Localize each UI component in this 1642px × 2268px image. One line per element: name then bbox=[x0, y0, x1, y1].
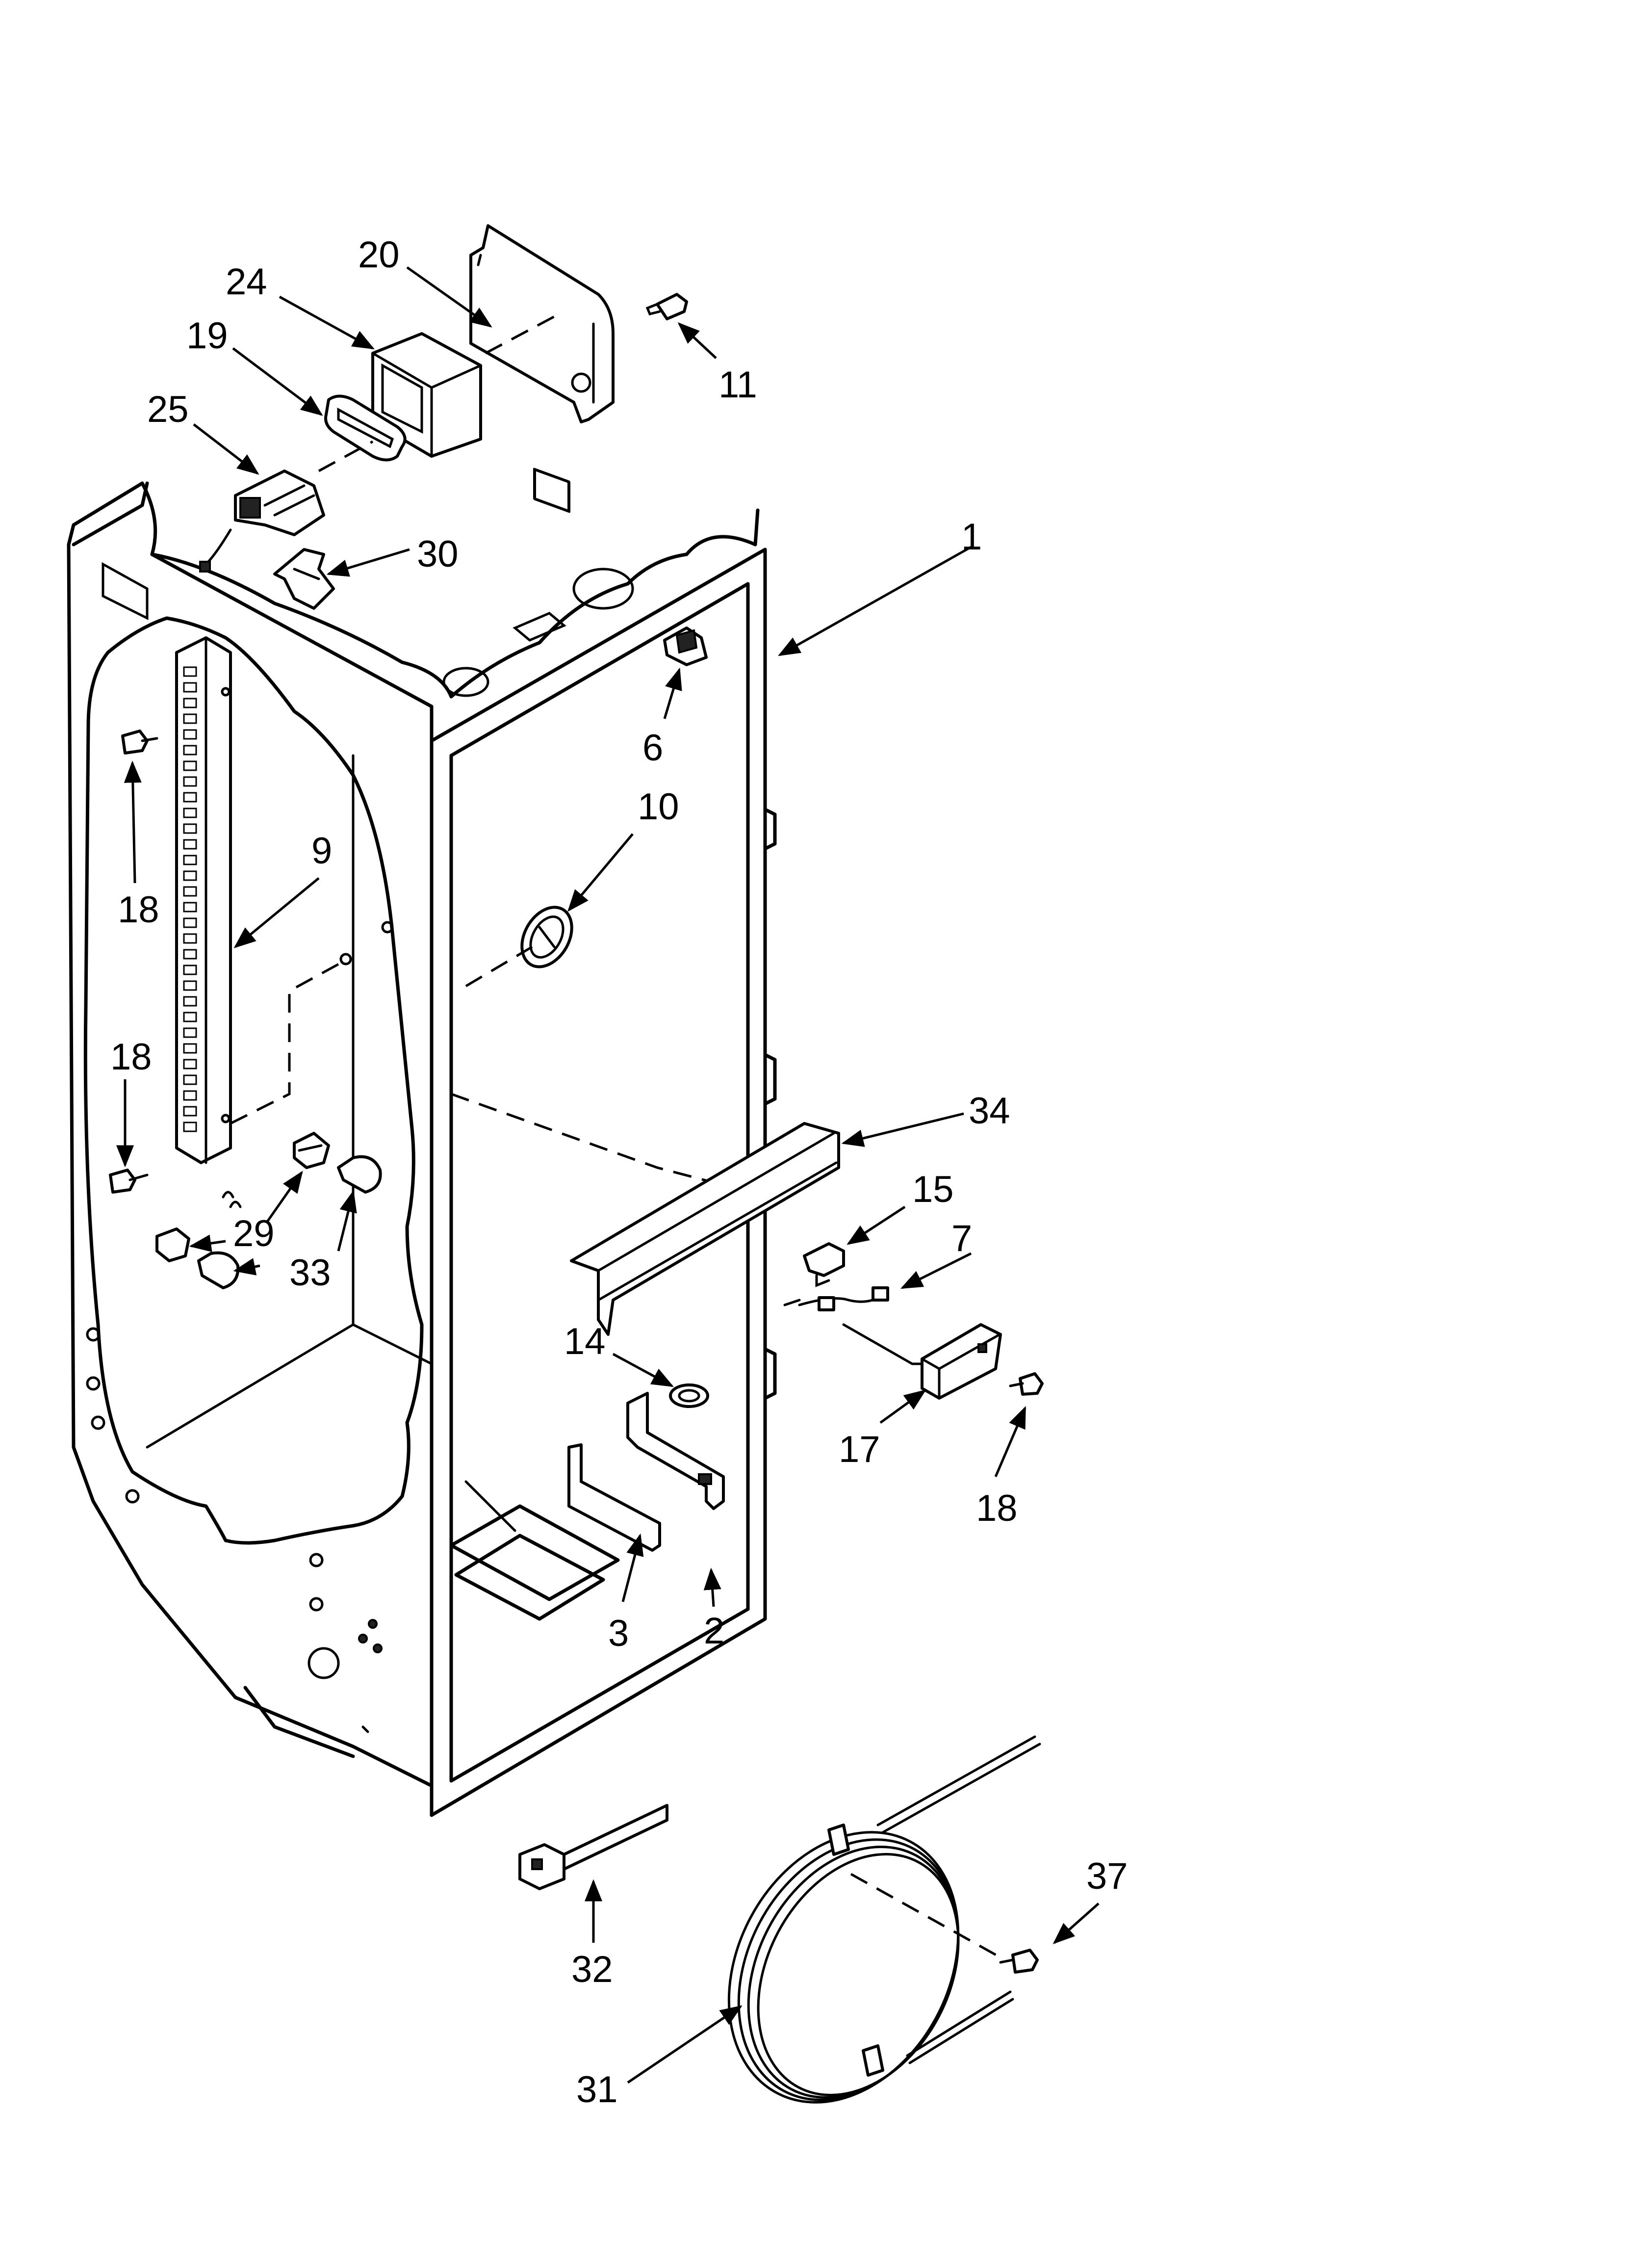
leader-lines bbox=[116, 266, 1100, 2084]
callout-1: 1 bbox=[961, 516, 982, 558]
ladder-slot bbox=[183, 996, 197, 1007]
ladder-slot bbox=[183, 1027, 197, 1038]
ladder-slot bbox=[183, 933, 197, 944]
callout-29: 29 bbox=[233, 1213, 275, 1254]
callout-31: 31 bbox=[576, 2069, 618, 2111]
callout-37: 37 bbox=[1086, 1855, 1128, 1897]
callout-25: 25 bbox=[147, 389, 189, 430]
ladder-slot bbox=[183, 1043, 197, 1054]
ladder-slot bbox=[183, 1012, 197, 1022]
screw-11 bbox=[645, 293, 688, 320]
gasket bbox=[324, 394, 407, 462]
light-shield bbox=[570, 1122, 840, 1336]
callout-30: 30 bbox=[417, 533, 459, 575]
wire-clip bbox=[273, 548, 335, 610]
bracket-3 bbox=[567, 1443, 661, 1552]
screw-37 bbox=[999, 1949, 1039, 1974]
ladder-slot bbox=[183, 902, 197, 912]
lamp-socket-upper bbox=[293, 1132, 330, 1169]
callout-19: 19 bbox=[186, 315, 228, 357]
callout-numbers: 1 2 3 6 7 9 10 11 14 15 17 18 18 18 19 2… bbox=[110, 234, 1128, 2111]
callout-11: 11 bbox=[718, 364, 757, 406]
screw-18-right bbox=[1009, 1372, 1044, 1396]
callout-14: 14 bbox=[564, 1321, 606, 1362]
cabinet-liner bbox=[67, 481, 777, 1817]
callout-7: 7 bbox=[951, 1218, 972, 1259]
thermostat-knob bbox=[520, 906, 573, 968]
callout-24: 24 bbox=[226, 261, 267, 303]
shelf-ladder bbox=[175, 636, 232, 1164]
screw-18-lower bbox=[109, 1169, 149, 1194]
bracket-15 bbox=[803, 1242, 845, 1287]
wire-harness bbox=[783, 1286, 889, 1311]
cable-tie bbox=[518, 1804, 668, 1890]
ladder-slot bbox=[183, 855, 197, 865]
damper-control bbox=[199, 469, 325, 573]
ladder-slot bbox=[183, 965, 197, 975]
ladder-slot bbox=[183, 760, 197, 771]
ladder-slot bbox=[183, 886, 197, 897]
ladder-slot bbox=[183, 792, 197, 803]
callout-17: 17 bbox=[839, 1429, 880, 1470]
ladder-slot bbox=[183, 1074, 197, 1085]
callout-18-right: 18 bbox=[976, 1487, 1018, 1529]
ladder-slot bbox=[183, 980, 197, 991]
ladder-slot bbox=[183, 698, 197, 708]
ladder-slot bbox=[183, 823, 197, 834]
callout-2: 2 bbox=[704, 1610, 724, 1652]
callout-32: 32 bbox=[571, 1949, 613, 1990]
callout-3: 3 bbox=[608, 1613, 629, 1654]
callout-9: 9 bbox=[311, 830, 332, 872]
control-housing-cover bbox=[469, 224, 615, 513]
callout-18-lower: 18 bbox=[110, 1036, 152, 1078]
ladder-slot bbox=[183, 729, 197, 740]
callout-33: 33 bbox=[289, 1252, 331, 1294]
light-switch bbox=[663, 626, 708, 666]
ladder-slot bbox=[183, 666, 197, 677]
callout-6: 6 bbox=[642, 727, 663, 769]
ladder-slot bbox=[183, 1121, 197, 1132]
lamp-socket-lower bbox=[155, 1227, 190, 1262]
callout-15: 15 bbox=[912, 1169, 954, 1210]
ladder-slot bbox=[183, 1059, 197, 1069]
ladder-slot bbox=[183, 839, 197, 850]
ladder-slot bbox=[183, 776, 197, 787]
lamp-bulb-lower bbox=[197, 1251, 240, 1289]
screw-18-upper bbox=[121, 730, 158, 755]
callout-34: 34 bbox=[969, 1090, 1010, 1132]
callout-18-upper: 18 bbox=[118, 889, 159, 931]
ladder-slot bbox=[183, 808, 197, 818]
lamp-bulb-upper bbox=[337, 1155, 382, 1194]
water-tubing bbox=[727, 1735, 1041, 2104]
ladder-slot bbox=[183, 745, 197, 756]
ladder-slot bbox=[183, 713, 197, 724]
ladder-slot bbox=[183, 949, 197, 960]
ladder-slot bbox=[183, 682, 197, 693]
ladder-slot bbox=[183, 870, 197, 881]
ladder-slot bbox=[183, 1090, 197, 1101]
callout-20: 20 bbox=[358, 234, 400, 276]
ladder-slot bbox=[183, 1106, 197, 1117]
callout-10: 10 bbox=[638, 786, 679, 828]
ladder-slot bbox=[183, 917, 197, 928]
grommet bbox=[669, 1383, 709, 1408]
door-switch bbox=[842, 1323, 1002, 1400]
bracket-2 bbox=[626, 1392, 725, 1510]
